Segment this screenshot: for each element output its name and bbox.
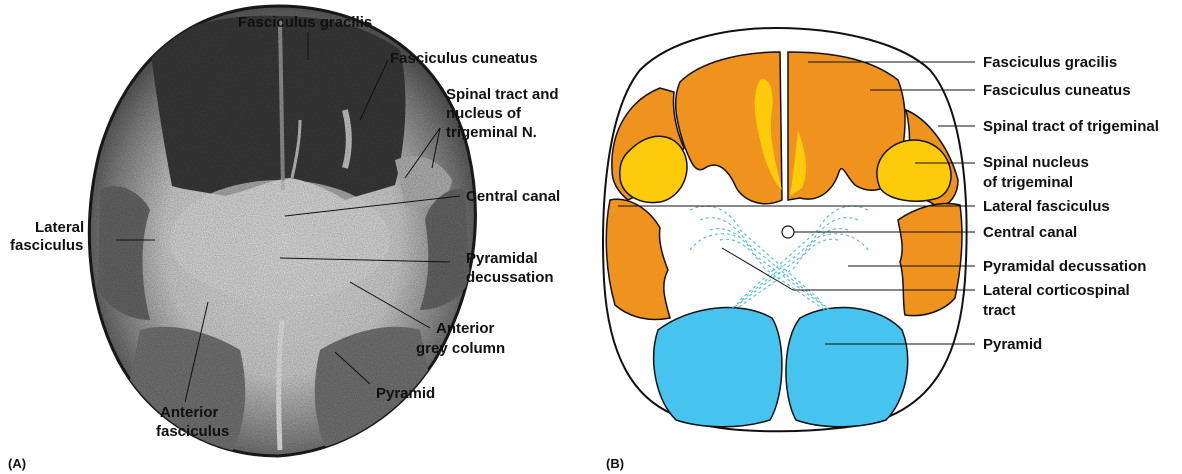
pyramid-left xyxy=(654,308,782,427)
lateral-fasciculus-right xyxy=(898,203,962,315)
b-label-spinal-tract-of-trigeminal: Spinal tract of trigeminal xyxy=(983,118,1159,135)
a-label-anterior-fasciculus-line1: Anterior xyxy=(160,404,219,421)
b-label-spinal-nucleus-line2: of trigeminal xyxy=(983,174,1073,191)
a-label-anterior-fasciculus-line2: fasciculus xyxy=(156,423,229,440)
a-label-central-canal: Central canal xyxy=(466,188,560,205)
b-label-fasciculus-cuneatus: Fasciculus cuneatus xyxy=(983,82,1131,99)
b-label-central-canal: Central canal xyxy=(983,224,1077,241)
b-label-pyramidal-decussation: Pyramidal decussation xyxy=(983,258,1146,275)
panel-a-tag: (A) xyxy=(8,456,26,471)
b-label-pyramid: Pyramid xyxy=(983,336,1042,353)
central-canal-marker xyxy=(782,226,794,238)
a-label-fasciculus-cuneatus: Fasciculus cuneatus xyxy=(390,50,538,67)
b-label-fasciculus-gracilis: Fasciculus gracilis xyxy=(983,54,1117,71)
b-label-lateral-corticospinal-line1: Lateral corticospinal xyxy=(983,282,1130,299)
a-label-pyramidal-decussation-line2: decussation xyxy=(466,269,554,286)
b-label-lateral-corticospinal-line2: tract xyxy=(983,302,1016,319)
a-label-spinal-tract-line1: Spinal tract and xyxy=(446,86,559,103)
a-label-lateral-fasciculus-line2: fasciculus xyxy=(10,237,83,254)
a-label-lateral-fasciculus-line1: Lateral xyxy=(35,219,84,236)
panel-b-section xyxy=(603,28,966,431)
b-label-lateral-fasciculus: Lateral fasciculus xyxy=(983,198,1110,215)
b-label-spinal-nucleus-line1: Spinal nucleus xyxy=(983,154,1089,171)
a-label-anterior-grey-column-line1: Anterior xyxy=(436,320,495,337)
spinal-nucleus-right xyxy=(877,140,951,201)
a-label-pyramidal-decussation-line1: Pyramidal xyxy=(466,250,538,267)
a-label-pyramid: Pyramid xyxy=(376,385,435,402)
a-label-spinal-tract-line3: trigeminal N. xyxy=(446,124,537,141)
a-label-anterior-grey-column-line2: grey column xyxy=(416,340,505,357)
a-label-fasciculus-gracilis: Fasciculus gracilis xyxy=(238,14,372,31)
a-label-spinal-tract-line2: nucleus of xyxy=(446,105,522,122)
panel-b-tag: (B) xyxy=(606,456,624,471)
